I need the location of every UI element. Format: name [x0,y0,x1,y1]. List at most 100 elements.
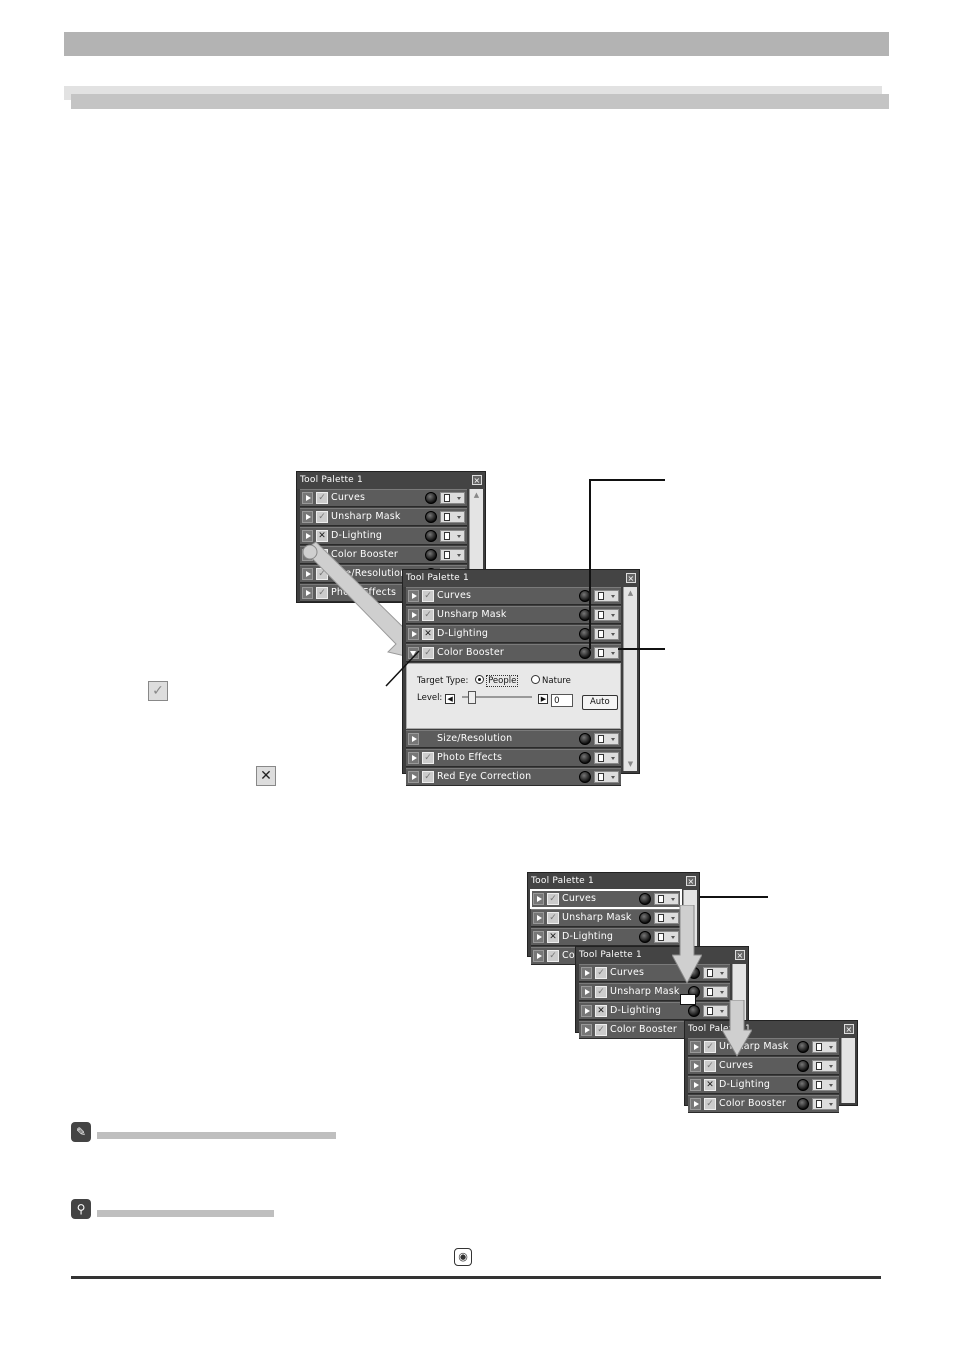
expand-triangle-icon[interactable] [581,1005,592,1017]
scroll-up-icon[interactable]: ▲ [627,589,634,597]
reset-button-icon[interactable] [688,1005,700,1017]
close-icon[interactable]: × [472,475,482,485]
expand-triangle-icon[interactable] [690,1098,701,1110]
palette-row[interactable]: ✓Color Booster [688,1095,839,1113]
settings-menu-icon[interactable] [654,893,679,905]
reset-button-icon[interactable] [797,1060,809,1072]
level-slider[interactable] [461,691,532,704]
palette-row[interactable]: ✕D-Lighting [300,527,467,545]
expand-triangle-icon[interactable] [302,492,313,504]
reset-button-icon[interactable] [797,1098,809,1110]
palette-row[interactable]: ✓Curves [300,489,467,507]
enabled-checkbox-icon[interactable]: ✓ [547,950,559,962]
expand-triangle-icon[interactable] [302,530,313,542]
disabled-checkbox-icon[interactable]: ✕ [422,628,434,640]
scroll-down-icon[interactable]: ▼ [627,760,634,768]
disabled-checkbox-icon[interactable]: ✕ [547,931,559,943]
reset-button-icon[interactable] [639,912,651,924]
enabled-checkbox-icon[interactable]: ✓ [316,587,328,599]
close-icon[interactable]: × [735,950,745,960]
settings-menu-icon[interactable] [594,628,619,640]
enabled-checkbox-icon[interactable]: ✓ [547,912,559,924]
enabled-checkbox-icon[interactable]: ✓ [422,771,434,783]
enabled-checkbox-icon[interactable]: ✓ [422,752,434,764]
expand-triangle-icon[interactable] [533,912,544,924]
expand-triangle-icon[interactable] [533,893,544,905]
palette-row[interactable]: ✕D-Lighting [406,625,621,643]
enabled-checkbox-icon[interactable]: ✓ [595,1024,607,1036]
expand-triangle-icon[interactable] [533,931,544,943]
level-decrease-button[interactable]: ◀ [445,694,456,704]
expand-triangle-icon[interactable] [408,590,419,602]
palette-row[interactable]: ✓Curves [688,1057,839,1075]
expand-triangle-icon[interactable] [302,511,313,523]
settings-menu-icon[interactable] [654,912,679,924]
settings-menu-icon[interactable] [440,511,465,523]
expand-triangle-icon[interactable] [581,967,592,979]
people-radio[interactable] [475,675,485,684]
settings-menu-icon[interactable] [440,549,465,561]
enabled-checkbox-icon[interactable]: ✓ [595,986,607,998]
expand-triangle-icon[interactable] [302,587,313,599]
expand-triangle-icon[interactable] [581,986,592,998]
palette-row[interactable]: ✓Photo Effects [406,749,621,767]
reset-button-icon[interactable] [579,752,591,764]
level-input[interactable]: 0 [551,694,574,707]
reset-button-icon[interactable] [797,1041,809,1053]
reset-button-icon[interactable] [425,511,437,523]
enabled-checkbox-icon[interactable]: ✓ [704,1041,716,1053]
settings-menu-icon[interactable] [703,1005,728,1017]
settings-menu-icon[interactable] [812,1098,837,1110]
settings-menu-icon[interactable] [594,609,619,621]
close-icon[interactable]: × [626,573,636,583]
disabled-checkbox-icon[interactable]: ✕ [704,1079,716,1091]
settings-menu-icon[interactable] [440,530,465,542]
reset-button-icon[interactable] [639,931,651,943]
palette-row[interactable]: ✓Unsharp Mask [406,606,621,624]
settings-menu-icon[interactable] [654,931,679,943]
palette-row[interactable]: ✕D-Lighting [531,928,681,946]
disabled-checkbox-icon[interactable]: ✕ [316,530,328,542]
reset-button-icon[interactable] [579,733,591,745]
reset-button-icon[interactable] [639,893,651,905]
expand-triangle-icon[interactable] [302,568,313,580]
palette-row[interactable]: ✕D-Lighting [579,1002,730,1020]
level-increase-button[interactable]: ▶ [538,694,549,704]
expand-triangle-icon[interactable] [408,609,419,621]
reset-button-icon[interactable] [579,647,591,659]
reset-button-icon[interactable] [425,549,437,561]
enabled-checkbox-icon[interactable]: ✓ [316,511,328,523]
settings-menu-icon[interactable] [812,1079,837,1091]
palette-row[interactable]: ✓Color Booster [406,644,621,662]
enabled-checkbox-icon[interactable]: ✓ [704,1060,716,1072]
expand-triangle-icon[interactable] [533,950,544,962]
enabled-checkbox-icon[interactable]: ✓ [422,647,434,659]
palette-row[interactable]: ✓Red Eye Correction [406,768,621,786]
enabled-checkbox-icon[interactable]: ✓ [422,609,434,621]
palette-row[interactable]: Size/Resolution [406,730,621,748]
settings-menu-icon[interactable] [812,1060,837,1072]
palette-row[interactable]: ✓Curves [406,587,621,605]
reset-button-icon[interactable] [797,1079,809,1091]
scrollbar[interactable]: ▲ ▼ [623,587,637,771]
enabled-checkbox-icon[interactable]: ✓ [547,893,559,905]
settings-menu-icon[interactable] [594,733,619,745]
palette-row[interactable]: ✓Curves [579,964,730,982]
settings-menu-icon[interactable] [703,986,728,998]
settings-menu-icon[interactable] [594,752,619,764]
expand-triangle-icon[interactable] [690,1079,701,1091]
expand-triangle-icon[interactable] [408,647,419,659]
settings-menu-icon[interactable] [594,590,619,602]
settings-menu-icon[interactable] [594,771,619,783]
close-icon[interactable]: × [686,876,696,886]
scroll-up-icon[interactable]: ▲ [473,491,480,499]
enabled-checkbox-icon[interactable]: ✓ [422,590,434,602]
enabled-checkbox-icon[interactable]: ✓ [704,1098,716,1110]
settings-menu-icon[interactable] [812,1041,837,1053]
enabled-checkbox-icon[interactable]: ✓ [316,492,328,504]
expand-triangle-icon[interactable] [408,752,419,764]
settings-menu-icon[interactable] [440,492,465,504]
expand-triangle-icon[interactable] [408,628,419,640]
expand-triangle-icon[interactable] [690,1060,701,1072]
auto-button[interactable]: Auto [581,695,618,710]
